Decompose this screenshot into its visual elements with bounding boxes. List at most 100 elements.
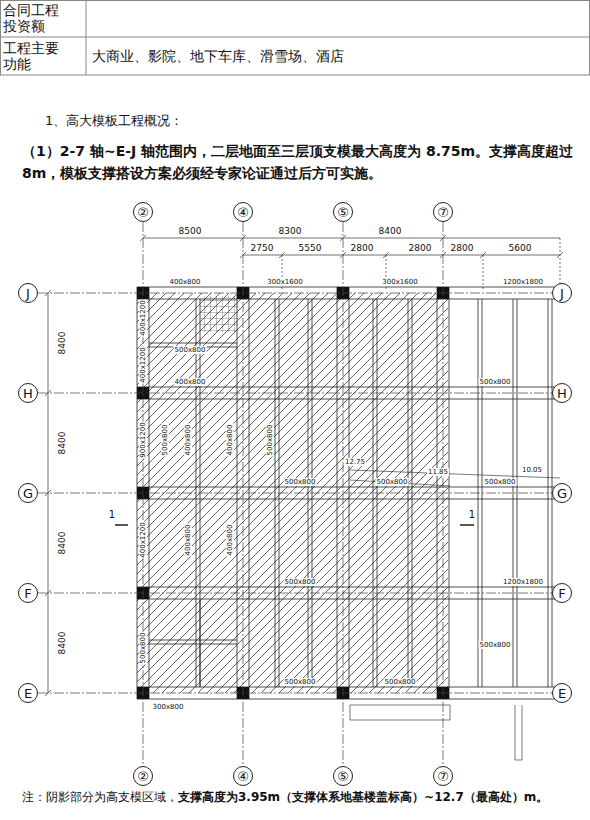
axis-name: H: [23, 386, 33, 401]
table-cell: 工程主要功能: [3, 40, 65, 72]
axis-line: [38, 693, 552, 694]
axis-bubble: G: [552, 483, 572, 503]
axis-name: G: [23, 486, 33, 501]
axis-bubble: J: [18, 283, 38, 303]
beam-size: 300x1600: [381, 278, 418, 286]
beam-size: 400x800: [184, 524, 192, 557]
axis-bubble: H: [18, 383, 38, 403]
dimension-text: 2750: [250, 243, 275, 253]
paragraph-text: （1）2-7 轴~E-J 轴范围内，二层地面至三层顶支模最大高度为 8.75m。…: [22, 140, 582, 185]
axis-line: [38, 593, 552, 594]
dimension-lines: [45, 235, 563, 696]
axis-name: F: [558, 586, 565, 601]
axis-name: ②: [137, 205, 149, 220]
beam-size: 400x1200: [139, 299, 147, 336]
beam-size: 1200x1800: [502, 578, 544, 586]
beam-size: 500x800: [139, 632, 147, 665]
axis-name: F: [24, 586, 31, 601]
table-frame: [0, 0, 590, 75]
beam-size: 500x800: [161, 424, 169, 457]
beam-size: 11.85: [427, 468, 449, 476]
beam-size: 10.05: [521, 466, 543, 474]
beam-size: 400x800: [174, 378, 207, 386]
dimension-text: 5600: [508, 243, 533, 253]
axis-name: J: [560, 286, 564, 301]
dimension-text: 8400: [57, 331, 67, 356]
paragraph-text: 1、高大模板工程概况：: [45, 114, 183, 129]
beam-size: 400x800: [226, 424, 234, 457]
beam-size: 300x800: [152, 703, 185, 711]
axis-name: E: [24, 686, 32, 701]
beam-size: 400x1200: [139, 521, 147, 558]
axis-name: ⑤: [337, 769, 349, 784]
dimension-text: 2800: [350, 243, 375, 253]
dimension-text: 2800: [450, 243, 475, 253]
beam-size: 500x800: [479, 378, 512, 386]
axis-name: J: [26, 286, 30, 301]
section-mark: 1: [108, 509, 116, 521]
axis-name: ⑦: [437, 205, 449, 220]
axis-line: [38, 493, 552, 494]
axis-line: [38, 393, 552, 394]
axis-name: ⑦: [437, 769, 449, 784]
beam-size: 1200x1800: [502, 278, 544, 286]
note-text: 注：阴影部分为高支模区域，: [22, 790, 178, 804]
beam-size: 500x800: [376, 478, 409, 486]
dimension-text: 8400: [57, 531, 67, 556]
beam-size: 500x800: [284, 478, 317, 486]
axis-line: [443, 222, 444, 766]
dimension-text: 8400: [57, 631, 67, 656]
axis-name: G: [557, 486, 567, 501]
beam-size: 500x800: [284, 578, 317, 586]
axis-bubble: ④: [233, 766, 253, 786]
grid-patch: [200, 296, 238, 332]
axis-bubble: ②: [133, 202, 153, 222]
beam-size: 500x800: [284, 678, 317, 686]
axis-name: ④: [237, 205, 249, 220]
axis-bubble: ⑦: [433, 202, 453, 222]
dimension-text: 5550: [298, 243, 323, 253]
note-text: 支撑高度为3.95m（支撑体系地基楼盖标高）~12.7（最高处）m。: [178, 790, 548, 804]
axis-line: [343, 222, 344, 766]
axis-line: [38, 293, 552, 294]
axis-name: ④: [237, 769, 249, 784]
beam-size: 12.75: [344, 458, 366, 466]
beam-size: 500x800: [266, 424, 274, 457]
section-mark: 1: [468, 509, 476, 521]
axis-bubble: E: [552, 683, 572, 703]
axis-bubble: ⑤: [333, 766, 353, 786]
axis-bubble: F: [552, 583, 572, 603]
beam-size: 500x800: [174, 346, 207, 354]
note-line: 注：阴影部分为高支模区域，支撑高度为3.95m（支撑体系地基楼盖标高）~12.7…: [22, 790, 582, 806]
axis-bubble: H: [552, 383, 572, 403]
dimension-text: 8400: [57, 431, 67, 456]
axis-bubble: ②: [133, 766, 153, 786]
beam-lines: [115, 287, 560, 760]
dimension-text: 8500: [178, 226, 203, 236]
axis-bubble: E: [18, 683, 38, 703]
axis-name: ⑤: [337, 205, 349, 220]
axis-bubble: F: [18, 583, 38, 603]
axis-name: E: [558, 686, 566, 701]
beam-size: 400x800: [184, 424, 192, 457]
axis-bubble: ④: [233, 202, 253, 222]
axis-line: [243, 222, 244, 766]
beam-size: 500x800: [479, 641, 512, 649]
beam-size: 500x800: [484, 478, 517, 486]
dimension-text: 2800: [408, 243, 433, 253]
beam-size: 500x800: [384, 678, 417, 686]
axis-bubble: G: [18, 483, 38, 503]
beam-size: 300x1600: [266, 278, 303, 286]
dimension-text: 8300: [278, 226, 303, 236]
beam-size: 900x1200: [139, 421, 147, 458]
axis-name: ②: [137, 769, 149, 784]
axis-name: H: [557, 386, 567, 401]
axis-bubble: ⑤: [333, 202, 353, 222]
dimension-text: 8400: [378, 226, 403, 236]
beam-size: 400x1200: [139, 346, 147, 383]
beam-size: 400x800: [169, 278, 202, 286]
axis-bubble: ⑦: [433, 766, 453, 786]
axis-bubble: J: [552, 283, 572, 303]
table-cell: 大商业、影院、地下车库、滑雪场、酒店: [92, 48, 344, 64]
table-cell: 合同工程投资额: [3, 2, 65, 34]
